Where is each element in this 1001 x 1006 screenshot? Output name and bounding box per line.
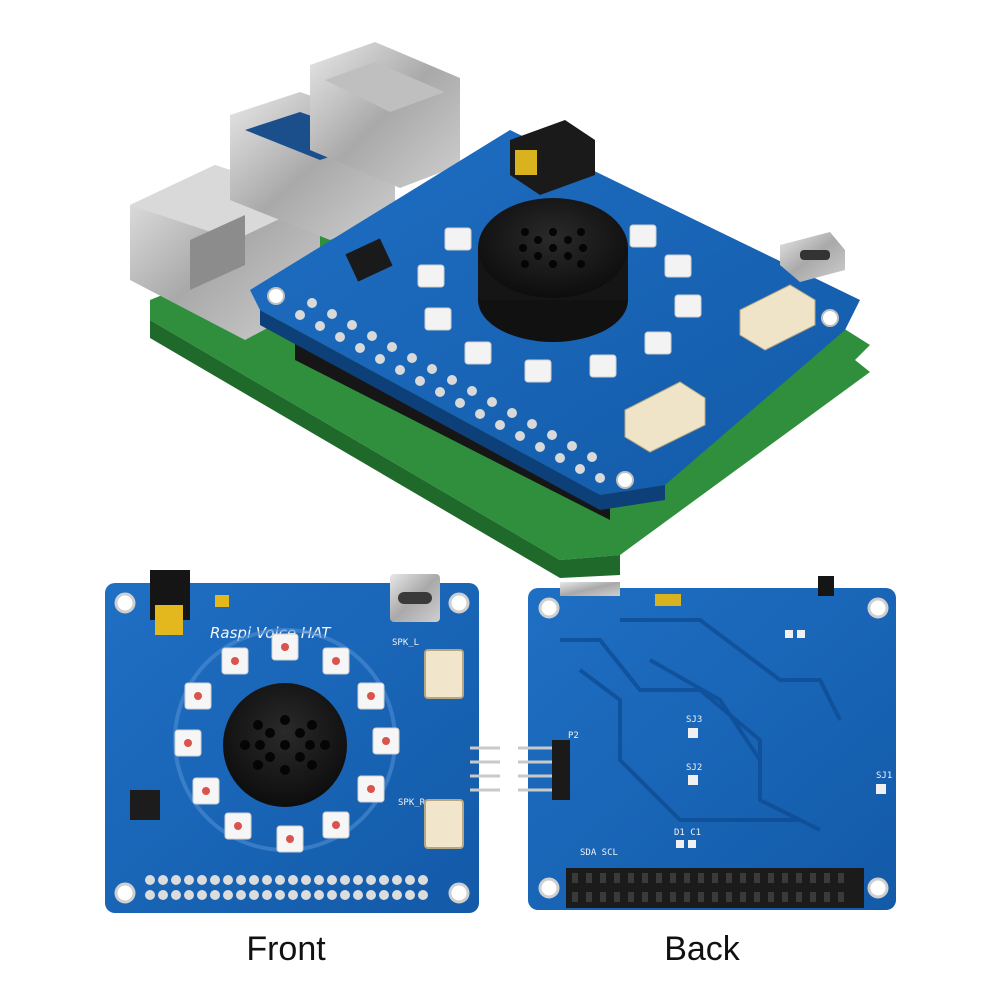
sda-scl-label: SDA SCL bbox=[580, 848, 618, 858]
sj2-label: SJ2 bbox=[686, 763, 702, 773]
sj1-label: SJ1 bbox=[876, 771, 892, 781]
front-caption: Front bbox=[246, 930, 326, 968]
gpio-header-icon bbox=[566, 868, 864, 908]
d1-c1-label: D1 C1 bbox=[674, 828, 701, 838]
back-view-board: P2 SJ3 SJ2 SJ1 SDA SCL D1 C1 bbox=[518, 576, 896, 910]
jst-connector-icon bbox=[624, 284, 816, 453]
audio-jack-icon bbox=[510, 120, 595, 195]
spk-l-label: SPK_L bbox=[392, 638, 419, 648]
back-caption: Back bbox=[664, 930, 740, 968]
led-ring bbox=[417, 224, 702, 383]
audio-codec-chip bbox=[130, 790, 160, 820]
voice-hat-board bbox=[250, 120, 860, 510]
usb-c-port-icon bbox=[780, 232, 845, 282]
gpio-pad-row bbox=[145, 875, 428, 900]
sj3-label: SJ3 bbox=[686, 715, 702, 725]
pin-header-icon bbox=[518, 740, 570, 800]
assembled-board-photo bbox=[130, 42, 870, 578]
usb-ports bbox=[230, 42, 460, 240]
spk-r-label: SPK_R bbox=[398, 798, 426, 808]
speaker-grille-icon bbox=[223, 683, 347, 807]
pin-header-icon bbox=[470, 746, 500, 792]
jst-connector-icon bbox=[424, 649, 464, 849]
speaker-grille-icon bbox=[478, 198, 628, 342]
audio-jack-icon bbox=[150, 570, 229, 635]
usb-c-port-icon bbox=[390, 574, 440, 622]
p2-label: P2 bbox=[568, 731, 579, 741]
front-view-board: Raspi Voice HAT SPK_L SPK_R bbox=[105, 570, 500, 913]
